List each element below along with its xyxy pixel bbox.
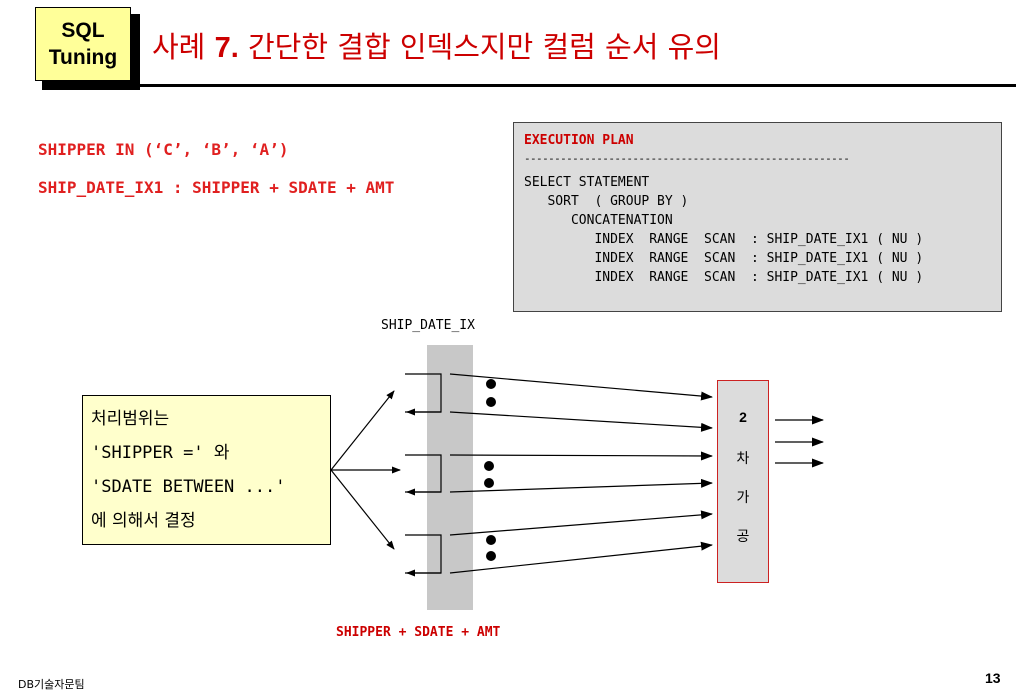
scan-range-3 [405,534,442,577]
index-bar [427,345,473,610]
ellipsis-dot [486,535,496,545]
process-label: 가 [736,490,750,506]
process-label: 2 [739,409,747,425]
plan-line: SORT ( GROUP BY ) [524,194,689,209]
note-pointer-arrow [330,390,395,471]
page-title: 사례 7. 간단한 결합 인덱스지만 컬럼 순서 유의 [152,24,721,66]
plan-header: EXECUTION PLAN [524,133,634,148]
note-line: 에 의해서 결정 [91,511,196,531]
plan-line: CONCATENATION [524,213,673,228]
secondary-processing-box: 2 차 가 공 [717,380,769,583]
scan-arrow [449,411,713,432]
scan-arrow [449,478,713,493]
process-label: 공 [736,529,750,545]
ellipsis-dot [486,397,496,407]
plan-line: SELECT STATEMENT [524,175,650,190]
footer-team: DB기술자문팀 [18,678,85,691]
title-prefix: 사례 [152,30,215,64]
note-line: 'SDATE BETWEEN ...' [91,477,286,497]
plan-separator: ----------------------------------------… [524,152,850,165]
page-number: 13 [985,670,1001,686]
plan-line: INDEX RANGE SCAN : SHIP_DATE_IX1 ( NU ) [524,251,924,266]
title-text: 간단한 결합 인덱스지만 컬럼 순서 유의 [238,30,721,64]
scan-arrow [449,510,713,536]
ellipsis-dot [486,379,496,389]
scan-range-2 [405,454,442,496]
note-pointer-arrow [330,469,395,550]
ellipsis-dot [484,478,494,488]
title-underline [135,84,1016,87]
condition-index-definition: SHIP_DATE_IX1 : SHIPPER + SDATE + AMT [38,178,395,197]
scan-arrow [449,373,713,401]
process-label: 차 [736,451,750,467]
badge-line-sql: SQL [61,19,105,42]
condition-shipper-in: SHIPPER IN (‘C’, ‘B’, ‘A’) [38,140,289,159]
range-note-box: 처리범위는 'SHIPPER =' 와 'SDATE BETWEEN ...' … [82,395,331,545]
scan-arrow [449,541,713,574]
execution-plan-box: EXECUTION PLAN -------------------------… [513,122,1002,312]
plan-line: INDEX RANGE SCAN : SHIP_DATE_IX1 ( NU ) [524,232,924,247]
index-columns-label: SHIPPER + SDATE + AMT [336,625,501,640]
scan-arrow [449,451,713,461]
badge-line-tuning: Tuning [48,46,118,69]
note-line: 처리범위는 [91,409,170,429]
title-number: 7. [214,32,239,64]
note-line: 'SHIPPER =' 와 [91,443,230,463]
plan-line: INDEX RANGE SCAN : SHIP_DATE_IX1 ( NU ) [524,270,924,285]
scan-range-1 [405,373,442,416]
index-name-label: SHIP_DATE_IX [381,318,475,333]
ellipsis-dot [486,551,496,561]
ellipsis-dot [484,461,494,471]
sql-tuning-badge: SQL Tuning [35,7,131,81]
